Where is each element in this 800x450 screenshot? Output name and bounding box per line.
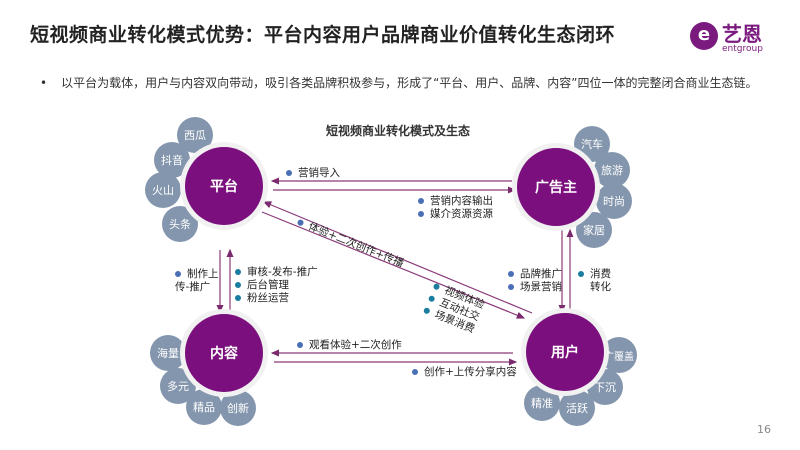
sat-content-3: 创新 [220,390,256,426]
label-content-to-platform: 制作上传-推广 [175,268,219,293]
logo-en: entgroup [722,44,763,54]
slide-title: 短视频商业转化模式优势：平台内容用户品牌商业价值转化生态闭环 [30,24,616,46]
sat-user-3: 精准 [524,385,560,421]
sat-content-2: 精品 [186,389,222,425]
label-user-to-ad: 消费转化 [578,268,611,294]
logo-cn: 艺恩 [722,22,762,46]
node-platform: 平台 [185,147,263,225]
sat-ad-1: 旅游 [594,152,630,188]
sat-user-0: 广覆盖 [601,337,637,373]
sat-platform-2: 火山 [145,172,181,208]
label-platform-to-ad: 营销内容输出媒介资源资源 [418,195,493,221]
sat-user-2: 活跃 [559,390,595,426]
page-number: 16 [757,423,771,436]
arrow-platform-to-user [261,211,526,319]
diagram-title: 短视频商业转化模式及生态 [326,124,471,138]
summary-bullet: •以平台为载体，用户与内容双向带动，吸引各类品牌积极参与，形成了“平台、用户、品… [40,76,758,90]
sat-ad-3: 家居 [576,212,612,248]
logo-mark: e [690,22,718,50]
arrow-user-to-platform [262,201,533,314]
label-ad-to-platform: 营销导入 [286,167,340,180]
sat-platform-3: 头条 [162,206,198,242]
sat-content-0: 海量 [150,335,186,371]
summary-text: 以平台为载体，用户与内容双向带动，吸引各类品牌积极参与，形成了“平台、用户、品牌… [61,76,758,90]
label-ad-to-user: 品牌推广场景营销 [508,268,562,294]
node-user: 用户 [526,313,604,391]
label-user-to-content: 观看体验+二次创作 [297,339,402,352]
label-platform-to-content: 审核-发布-推广后台管理粉丝运营 [235,266,318,305]
entgroup-logo: e 艺恩 entgroup [690,18,780,58]
node-content: 内容 [185,314,263,392]
label-content-to-user: 创作+上传分享内容 [412,366,517,379]
node-advertiser: 广告主 [517,148,595,226]
